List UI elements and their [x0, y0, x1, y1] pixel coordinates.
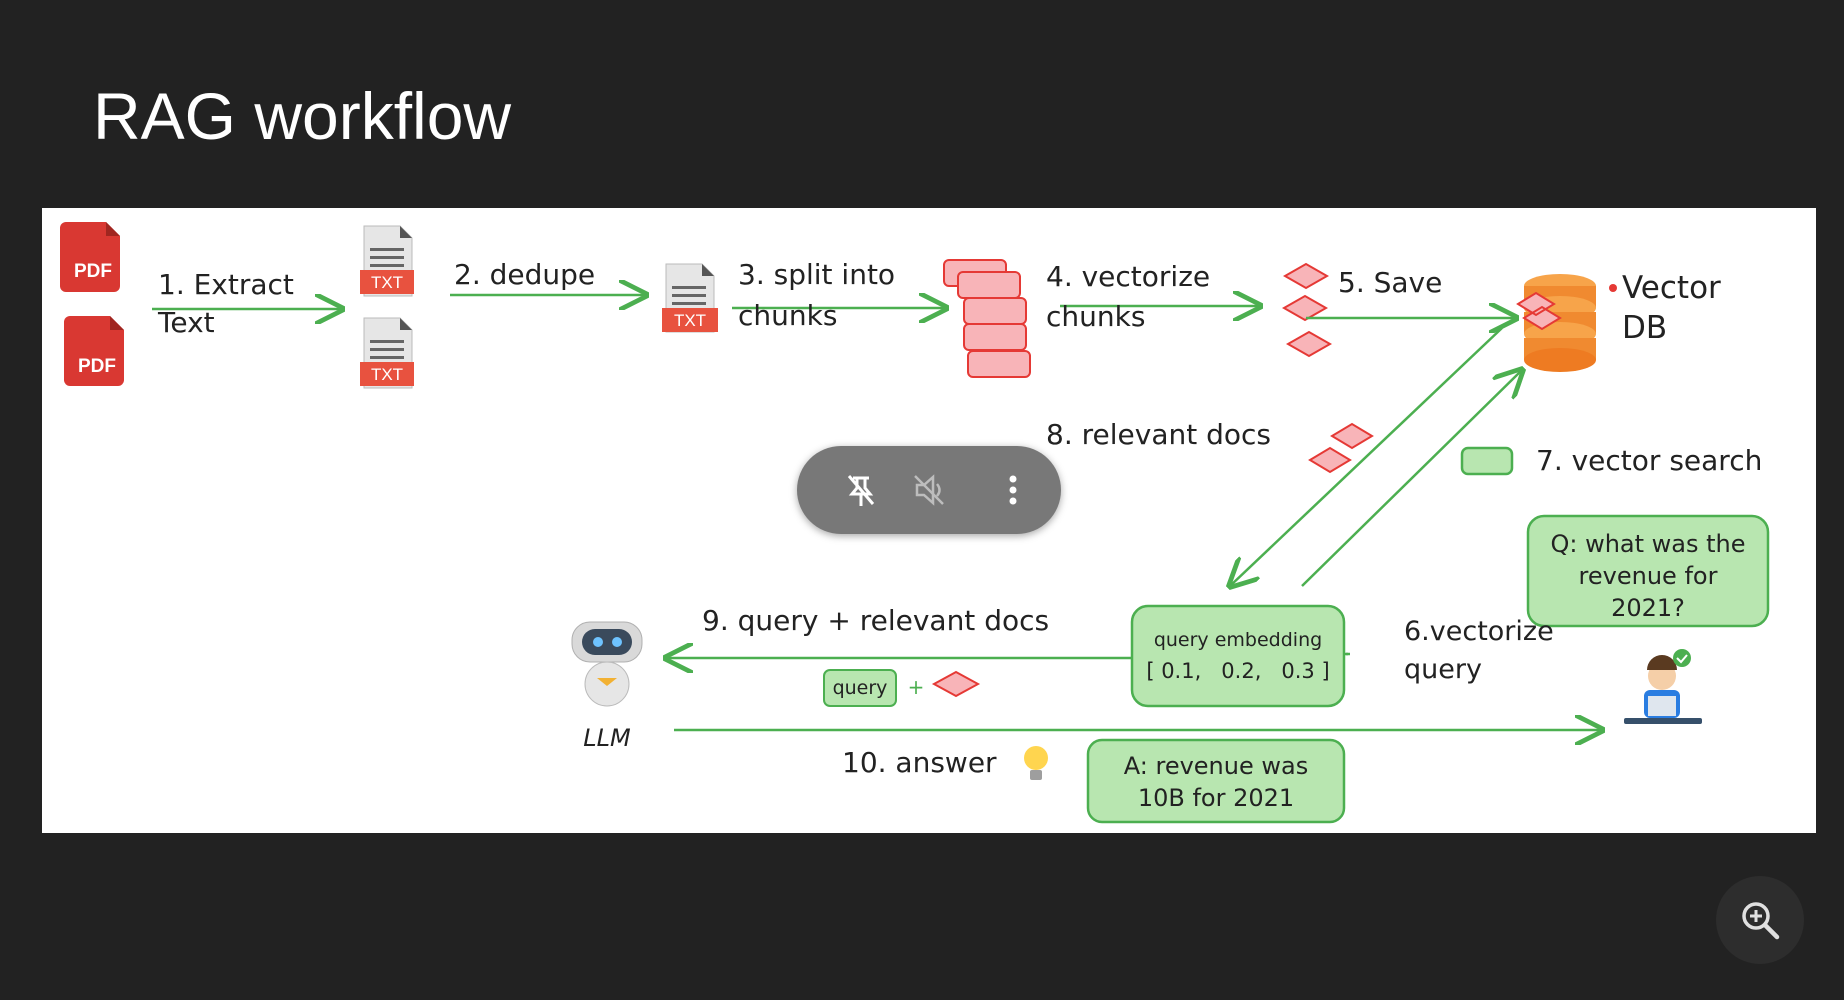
txt-file-icon: TXT [360, 225, 414, 297]
more-vertical-icon [1009, 475, 1017, 505]
question-box [1526, 514, 1770, 628]
mute-button[interactable] [899, 460, 959, 520]
step-1-label-2: Text [157, 306, 215, 339]
txt-label: TXT [371, 365, 403, 384]
question-line-3: 2021? [1611, 594, 1685, 622]
pdf-file-icon: PDF [64, 316, 124, 386]
plus-sign: + [908, 675, 925, 699]
step-9-label: 9. query + relevant docs [702, 604, 1049, 637]
query-embedding-title: query embedding [1154, 629, 1322, 651]
step-2-label: 2. dedupe [454, 258, 595, 291]
query-embedding-box [1130, 604, 1346, 708]
legend-swatch [1460, 446, 1514, 476]
step-7-label: 7. vector search [1536, 444, 1762, 477]
txt-file-icon: TXT [662, 263, 718, 333]
vectors-icon [1281, 262, 1333, 358]
zoom-in-button[interactable] [1716, 876, 1804, 964]
txt-label: TXT [371, 273, 403, 292]
vector-db-icon [1516, 274, 1596, 372]
step-8-label: 8. relevant docs [1046, 418, 1271, 451]
volume-off-icon [914, 474, 944, 506]
question-line-2: revenue for [1579, 562, 1718, 590]
unpin-icon [847, 475, 875, 506]
llm-label: LLM [583, 724, 631, 752]
robot-icon [571, 621, 643, 707]
pdf-file-icon: PDF [60, 222, 120, 292]
step-1-label: 1. Extract [158, 268, 294, 301]
chunks-stack-icon [943, 259, 1031, 378]
vector-db-label-2: DB [1622, 310, 1667, 346]
rag-diagram-svg: PDF PDF TXT TXT TXT [60, 222, 1770, 824]
rag-diagram: PDF PDF TXT TXT TXT [42, 208, 1816, 833]
flow-arrows [152, 295, 1602, 730]
slide-title: RAG workflow [93, 79, 512, 153]
step-6-label-2: query [1404, 654, 1482, 685]
vector-db-label-1: Vector [1622, 270, 1721, 306]
answer-line-1: A: revenue was [1124, 752, 1308, 780]
relevant-docs-icon [1308, 422, 1374, 474]
step-3-label: 3. split into [738, 258, 895, 291]
query-embedding-values: [ 0.1, 0.2, 0.3 ] [1146, 659, 1329, 683]
pdf-label: PDF [78, 356, 116, 377]
step-5-label: 5. Save [1338, 266, 1442, 299]
more-options-button[interactable] [983, 460, 1043, 520]
pdf-label: PDF [74, 261, 112, 282]
step-4-label: 4. vectorize [1046, 260, 1210, 293]
step-10-label: 10. answer [842, 746, 997, 779]
media-controls-bar [797, 446, 1061, 534]
unpin-button[interactable] [831, 460, 891, 520]
step-4-label-2: chunks [1046, 300, 1145, 333]
question-line-1: Q: what was the [1550, 530, 1745, 558]
query-chip [823, 669, 897, 707]
vector-db-dot [1609, 284, 1617, 292]
user-at-laptop-icon [1624, 649, 1702, 724]
txt-label: TXT [674, 311, 706, 330]
doc-diamond-icon [931, 670, 981, 698]
query-chip-label: query [833, 677, 888, 699]
answer-line-2: 10B for 2021 [1138, 784, 1294, 812]
step-3-label-2: chunks [738, 299, 837, 332]
zoom-in-icon [1742, 902, 1780, 940]
txt-file-icon: TXT [360, 317, 414, 389]
lightbulb-icon [1024, 746, 1048, 780]
step-6-label: 6.vectorize [1404, 616, 1554, 647]
answer-box [1086, 738, 1346, 824]
